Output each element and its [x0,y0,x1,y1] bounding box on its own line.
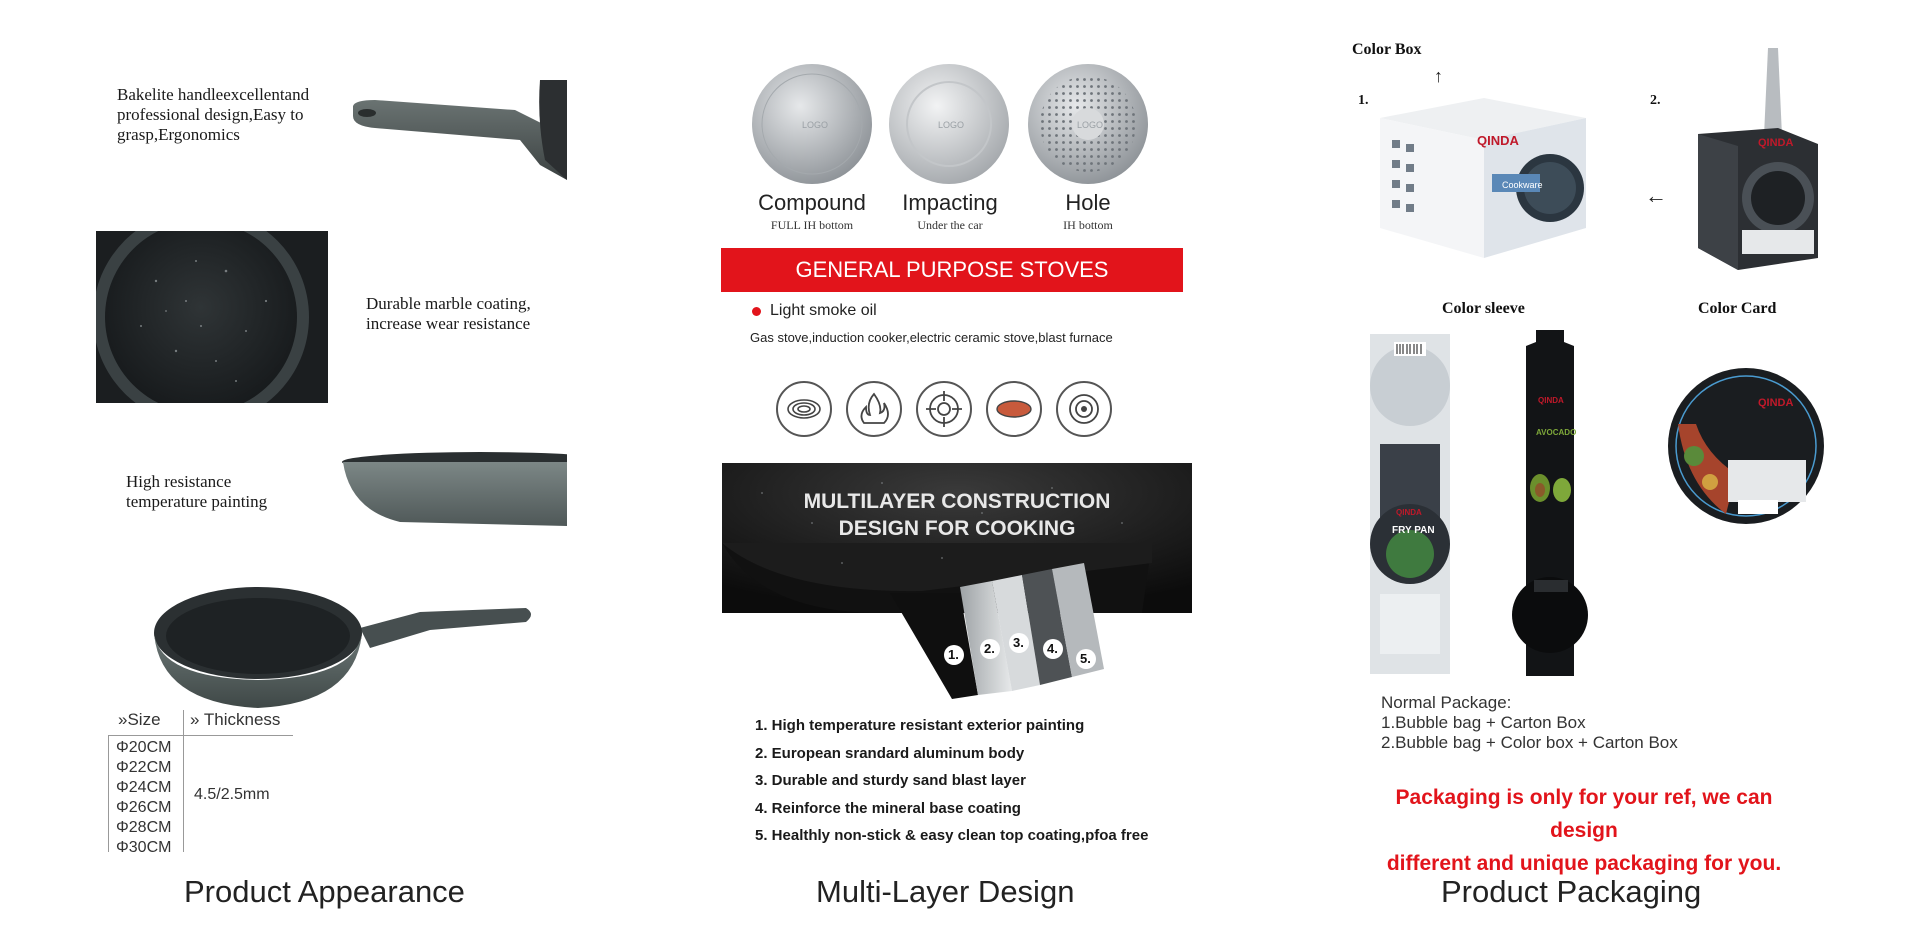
color-card-label: Color Card [1698,300,1777,317]
brand-logo-window: QINDA [1758,137,1794,149]
color-box-label: Color Box [1352,41,1422,58]
brand-logo-box: QINDA [1477,133,1519,148]
table-divider [183,710,184,852]
pan-side-profile-image [342,452,567,526]
multilayer-construction-image [722,463,1192,703]
bottom-sub-impacting: Under the car [917,218,983,232]
packaging-note: Packaging is only for your ref, we can d… [1372,781,1796,880]
size-item: Φ26CM [116,799,172,816]
flame-icon [846,381,902,437]
full-pan-image [154,587,531,708]
window-box-image [1698,48,1818,270]
multilayer-caption: Multi-Layer Design [816,874,1075,909]
ceramic-plate-icon [986,381,1042,437]
normal-package-heading: Normal Package: [1381,693,1512,712]
color-sleeve-grey-image [1370,334,1450,674]
arrow-up-icon: ↑ [1434,66,1443,86]
size-item: Φ24CM [116,779,172,796]
handle-closeup-image [353,80,567,180]
coating-feature-text: Durable marble coating, increase wear re… [366,294,531,333]
layer-number: 4. [1047,641,1058,656]
layer-item: 3. Durable and sturdy sand blast layer [755,772,1026,789]
construction-title-line: MULTILAYER CONSTRUCTION [803,490,1111,513]
size-item: Φ22CM [116,759,172,776]
size-header: »Size [118,710,161,729]
layer-item: 5. Healthly non-stick & easy clean top c… [755,827,1149,844]
size-thickness-table: »Size » Thickness Φ20CM Φ22CM Φ24CM Φ26C… [108,710,293,856]
layer-number: 2. [984,641,995,656]
box-caption-mark: Cookware [1502,180,1543,190]
color-box-image: Cookware [1380,98,1586,258]
logo-mark-2: LOGO [938,120,965,130]
package-option: 2.Bubble bag + Color box + Carton Box [1381,733,1678,752]
gas-burner-icon [916,381,972,437]
bottom-sub-compound: FULL IH bottom [770,218,854,232]
construction-title: MULTILAYER CONSTRUCTION DESIGN FOR COOKI… [722,488,1192,542]
package-option: 1.Bubble bag + Carton Box [1381,713,1586,732]
packaging-note-line: Packaging is only for your ref, we can d… [1395,786,1773,842]
color-sleeve-black-image [1512,330,1588,676]
thickness-header: » Thickness [190,710,281,729]
bottom-sub-hole: IH bottom [1063,218,1113,232]
box-option-number: 1. [1358,93,1369,108]
brand-logo-card: QINDA [1758,397,1794,409]
size-item: Φ28CM [116,819,172,836]
appearance-caption: Product Appearance [184,874,465,909]
layer-item: 1. High temperature resistant exterior p… [755,717,1085,734]
stove-types-text: Gas stove,induction cooker,electric cera… [750,330,1113,345]
packaging-note-line: different and unique packaging for you. [1386,852,1782,875]
coil-stove-icon [776,381,832,437]
stove-icon-row [776,381,1126,441]
sleeve-fry-pan-text: FRY PAN [1392,525,1435,536]
light-smoke-text: Light smoke oil [770,302,877,319]
layer-item: 2. European srandard aluminum body [755,744,1025,762]
box-option-number: 2. [1650,93,1661,108]
construction-title-line: DESIGN FOR COOKING [838,517,1076,540]
size-item: Φ20CM [116,739,172,756]
sleeve-avocado-text: AVOCADO [1536,428,1577,437]
table-divider [108,735,293,736]
layer-description-list: 1. High temperature resistant exterior p… [755,712,1148,850]
pan-bottoms-image [752,64,1148,184]
induction-icon [1056,381,1112,437]
color-card-image [1668,368,1824,524]
bottom-label-hole: Hole [1065,190,1111,215]
packaging-caption: Product Packaging [1441,874,1702,909]
layer-item: 4. Reinforce the mineral base coating [755,799,1021,817]
layer-number: 3. [1013,635,1024,650]
normal-package-info: Normal Package: 1.Bubble bag + Carton Bo… [1381,693,1678,753]
bottom-label-impacting: Impacting [902,190,998,215]
arrow-left-icon: ← [1645,183,1667,208]
table-divider [108,736,109,852]
color-sleeve-label: Color sleeve [1442,300,1525,317]
bottom-label-compound: Compound [758,190,866,215]
layer-number: 5. [1080,651,1091,666]
thickness-value: 4.5/2.5mm [194,786,270,803]
size-item: Φ30CM [116,839,172,856]
size-list: Φ20CM Φ22CM Φ24CM Φ26CM Φ28CM Φ30CM [116,738,171,858]
marble-coating-image [96,231,328,403]
painting-feature-text: High resistance temperature painting [126,472,268,511]
bullet-dot [752,307,761,316]
handle-feature-text: Bakelite handleexcellentand professional… [117,85,310,144]
logo-mark-1: LOGO [802,120,829,130]
logo-mark-3: LOGO [1077,120,1104,130]
layer-number: 1. [948,647,959,662]
brand-logo-sleeve-black: QINDA [1538,396,1564,405]
general-purpose-banner: GENERAL PURPOSE STOVES [721,248,1183,292]
brand-logo-sleeve: QINDA [1396,508,1422,517]
